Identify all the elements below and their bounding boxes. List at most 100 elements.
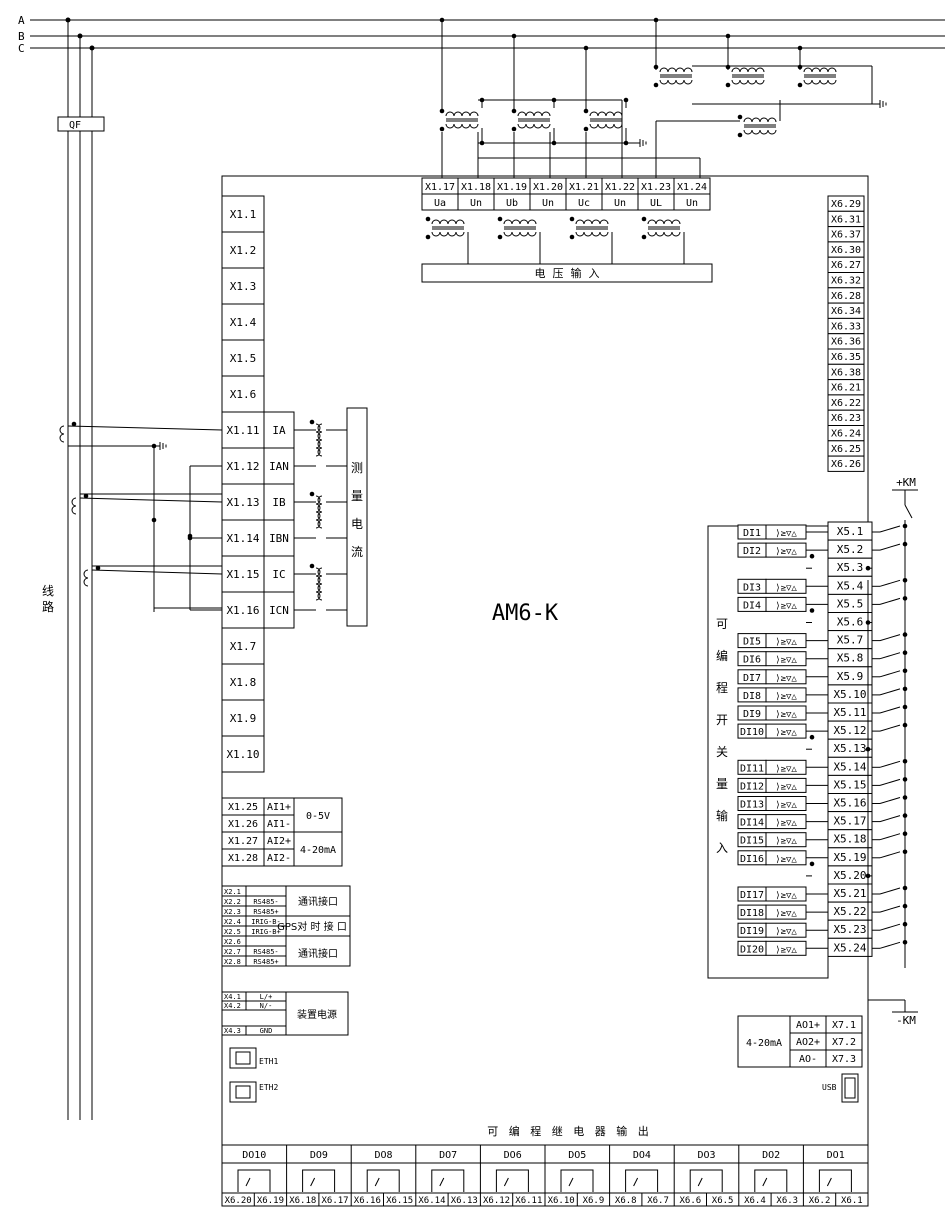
ao-terminal-id: X7.3 xyxy=(832,1054,856,1065)
x6-terminal-id: X6.30 xyxy=(831,245,861,256)
di-terminal-id: X5.12 xyxy=(833,724,866,737)
comm-terminal-1: X2.1 xyxy=(221,885,287,897)
optocoupler-icon: ⟩≥▽△ xyxy=(775,945,797,955)
current-signal: IA xyxy=(272,424,286,437)
di-terminal-id: X5.2 xyxy=(837,543,864,556)
x6-terminal-X6-33: X6.33 xyxy=(827,317,865,335)
eth1-label: ETH1 xyxy=(259,1057,278,1066)
di-label: DI6 xyxy=(743,655,761,666)
analog-output-3: AO-X7.3 xyxy=(789,1049,863,1068)
usb-port[interactable]: USB xyxy=(822,1073,859,1103)
x6-terminal-X6-23: X6.23 xyxy=(827,409,865,427)
left-terminal-id: X1.5 xyxy=(230,352,257,365)
left-terminal-X1-1: X1.1 xyxy=(221,195,265,233)
x6-terminal-id: X6.27 xyxy=(831,260,861,271)
relay-label: DO5 xyxy=(568,1150,586,1161)
current-signal: IB xyxy=(272,496,286,509)
current-signal: IBN xyxy=(269,532,289,545)
power-terminal-id: X4.1 xyxy=(224,993,241,1001)
current-signal: ICN xyxy=(269,604,289,617)
di-label: DI2 xyxy=(743,546,761,557)
internal-pt-4 xyxy=(641,216,681,240)
comm-signal: IRIG-B- xyxy=(251,918,281,926)
comm-terminal-6: X2.6 xyxy=(221,935,287,947)
di-terminal-id: X5.10 xyxy=(833,688,866,701)
ai-terminal-id: X1.28 xyxy=(228,853,258,864)
di-terminal-id: X5.23 xyxy=(833,923,866,936)
pt-ul-1 xyxy=(653,64,693,88)
relay-terminal-id: X6.8 xyxy=(615,1196,637,1206)
di-label: DI14 xyxy=(740,818,764,829)
di-terminal-id: X5.18 xyxy=(833,833,866,846)
voltage-terminal-id: X1.18 xyxy=(461,182,491,193)
di-terminal-id: X5.6 xyxy=(837,616,864,629)
internal-pt-2 xyxy=(497,216,537,240)
optocoupler-icon: ⟩≥▽△ xyxy=(775,529,797,539)
comm-terminal-id: X2.8 xyxy=(224,958,241,966)
comm-signal: RS485+ xyxy=(253,908,278,916)
optocoupler-icon: ⟩≥▽△ xyxy=(775,656,797,666)
relay-terminal-id: X6.11 xyxy=(515,1196,542,1206)
optocoupler-icon: ⟩≥▽△ xyxy=(775,601,797,611)
di-group-label-1: 可 xyxy=(716,617,728,631)
left-terminal-id: X1.11 xyxy=(226,424,259,437)
optocoupler-icon: ⟩≥▽△ xyxy=(775,692,797,702)
voltage-terminal-id: X1.24 xyxy=(677,182,707,193)
di-terminal-id: X5.24 xyxy=(833,941,866,954)
relay-output-label: 可 编 程 继 电 器 输 出 xyxy=(487,1124,648,1138)
optocoupler-icon: ⟩≥▽△ xyxy=(775,638,797,648)
relay-terminal-id: X6.18 xyxy=(289,1196,316,1206)
comm-signal: IRIG-B+ xyxy=(251,928,281,936)
left-terminal-X1-9: X1.9 xyxy=(221,699,265,737)
comm-terminal-id: X2.6 xyxy=(224,938,241,946)
left-terminal-id: X1.16 xyxy=(226,604,259,617)
voltage-terminal-id: X1.22 xyxy=(605,182,635,193)
voltage-terminal-signal: Un xyxy=(614,198,626,209)
ao-terminal-id: X7.2 xyxy=(832,1037,856,1048)
eth-port-2[interactable]: ETH2 xyxy=(229,1081,278,1103)
relay-terminal-id: X6.12 xyxy=(483,1196,510,1206)
di-label: DI4 xyxy=(743,600,761,611)
relay-label: DO6 xyxy=(504,1150,522,1161)
relay-terminal-id: X6.1 xyxy=(841,1196,863,1206)
ai-signal: AI1- xyxy=(267,819,291,830)
comm-terminal-id: X2.5 xyxy=(224,928,241,936)
ao-range: 4-20mA xyxy=(746,1038,782,1049)
power-signal: L/+ xyxy=(260,993,273,1001)
left-terminal-id: X1.2 xyxy=(230,244,257,257)
di-row-20: X5.20 xyxy=(806,861,873,885)
eth-port-1[interactable]: ETH1 xyxy=(229,1047,278,1069)
relay-label: DO9 xyxy=(310,1150,328,1161)
left-terminal-X1-7: X1.7 xyxy=(221,627,265,665)
eth2-label: ETH2 xyxy=(259,1083,278,1092)
optocoupler-icon: ⟩≥▽△ xyxy=(775,782,797,792)
relay-terminal-id: X6.16 xyxy=(354,1196,381,1206)
voltage-input-label: 电 压 输 入 xyxy=(535,266,600,280)
x6-terminal-id: X6.37 xyxy=(831,230,861,241)
current-transformer-wiring xyxy=(59,419,347,612)
power-signal: N/- xyxy=(260,1002,273,1010)
optocoupler-icon: ⟩≥▽△ xyxy=(775,819,797,829)
relay-terminal-id: X6.20 xyxy=(225,1196,252,1206)
left-terminal-X1-3: X1.3 xyxy=(221,267,265,305)
